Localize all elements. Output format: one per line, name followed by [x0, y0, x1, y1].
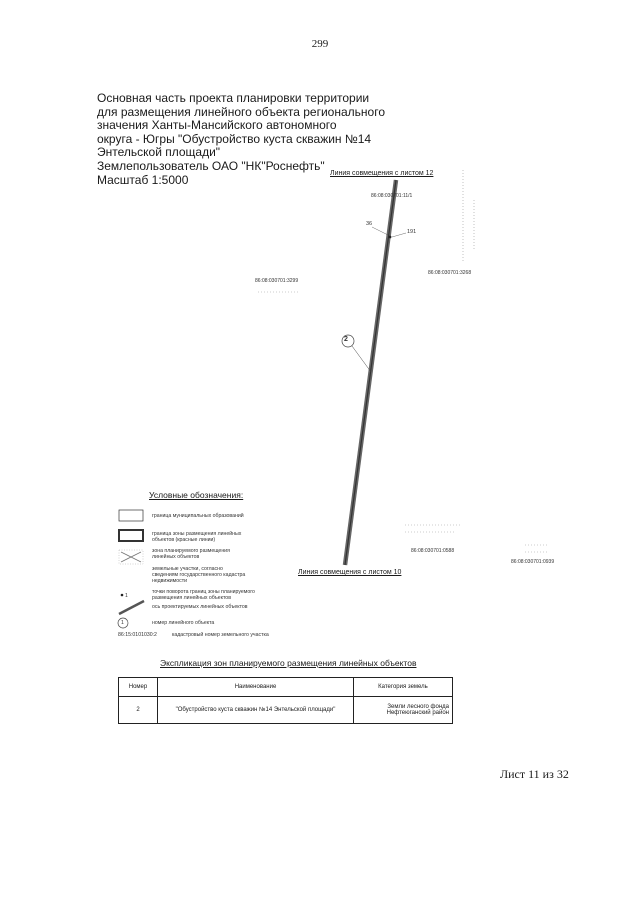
linear-object-band — [342, 179, 399, 566]
legend-item-text: граница муниципальных образований — [152, 513, 244, 519]
legend-title: Условные обозначения: — [149, 490, 244, 500]
cell-number: 2 — [118, 696, 158, 724]
link-bottom-label: Линия совмещения с листом 10 — [298, 569, 402, 576]
title-line-2: для размещения линейного объекта региона… — [97, 104, 385, 119]
title-line-7: Масштаб 1:5000 — [97, 172, 189, 187]
title-line-4: округа - Югры "Обустройство куста скважи… — [97, 131, 372, 146]
document-title: Основная часть проекта планировки террит… — [97, 91, 397, 187]
legend-item-text: граница зоны размещения линейных объекто… — [152, 531, 242, 543]
object-number-label: 2 — [344, 336, 348, 343]
explication-title: Экспликация зон планируемого размещения … — [160, 658, 417, 668]
legend-hatch-line — [120, 551, 142, 563]
title-line-1: Основная часть проекта планировки террит… — [97, 91, 370, 105]
sheet-number: Лист 11 из 32 — [500, 767, 569, 781]
leader-line — [391, 232, 407, 238]
legend-item-text: земельные участки, согласно сведениям го… — [152, 566, 246, 584]
legend-zone-symbol — [118, 549, 144, 565]
parcel-label: 86:08:030701:11/1 — [371, 193, 413, 199]
point-label: 36 — [366, 221, 373, 227]
legend-thin-boundary-symbol — [118, 509, 144, 522]
object-number-circle — [341, 334, 355, 348]
header-category: Категория земель — [353, 677, 453, 697]
parcel-label: 86:08:030701:0588 — [411, 548, 455, 554]
legend-point-symbol — [120, 593, 124, 597]
legend-item-text: кадастровый номер земельного участка — [172, 632, 269, 638]
legend-thick-boundary-symbol — [118, 529, 144, 542]
legend-symbols — [117, 509, 145, 629]
turning-point — [388, 235, 392, 239]
table-row: 2 "Обустройство куста скважин №14 Энтель… — [118, 696, 453, 724]
title-line-6: Землепользователь ОАО "НК"Роснефть" — [97, 158, 325, 173]
category-line: Земли лесного фонда — [387, 704, 449, 710]
legend-item-text: ось проектируемых линейных объектов — [152, 604, 248, 610]
cell-name: "Обустройство куста скважин №14 Энтельск… — [157, 696, 354, 724]
parcel-label: 86:08:030701:3268 — [428, 270, 472, 276]
turning-points — [371, 226, 407, 239]
object-leader-line — [351, 345, 372, 373]
legend-item-text: номер линейного объекта — [152, 620, 215, 626]
point-label: 191 — [407, 229, 417, 235]
parcel-label: 86:08:030701:3299 — [255, 278, 299, 284]
title-line-5: Энтельской площади" — [97, 145, 221, 160]
table-header-row: Номер Наименование Категория земель — [118, 677, 453, 697]
legend-object-circle-symbol — [117, 617, 129, 629]
legend-axis-symbol — [118, 599, 145, 616]
legend-circle-label: 1 — [121, 620, 124, 626]
linear-object-axis — [344, 179, 397, 566]
explication-table: Номер Наименование Категория земель 2 "О… — [118, 677, 453, 724]
parcel-label: 86:08:030701:0939 — [511, 559, 555, 565]
category-line: Нефтеюганский район — [386, 710, 449, 716]
legend-item-text: зона планируемого размещения линейных об… — [152, 548, 230, 560]
title-line-3: значения Ханты-Мансийского автономного — [97, 118, 337, 133]
cell-category: Земли лесного фонда Нефтеюганский район — [353, 696, 453, 724]
legend-item-text: точки поворота границ зоны планируемого … — [152, 589, 255, 601]
header-name: Наименование — [157, 677, 354, 697]
link-top-label: Линия совмещения с листом 12 — [330, 170, 434, 177]
legend-point-label: 1 — [125, 593, 128, 599]
legend-cadastre-label: 86:15:0101030:2 — [118, 632, 157, 638]
parcel-boundaries — [258, 170, 548, 553]
leader-line — [371, 226, 389, 236]
page-number: 299 — [311, 38, 329, 50]
header-number: Номер — [118, 677, 158, 697]
